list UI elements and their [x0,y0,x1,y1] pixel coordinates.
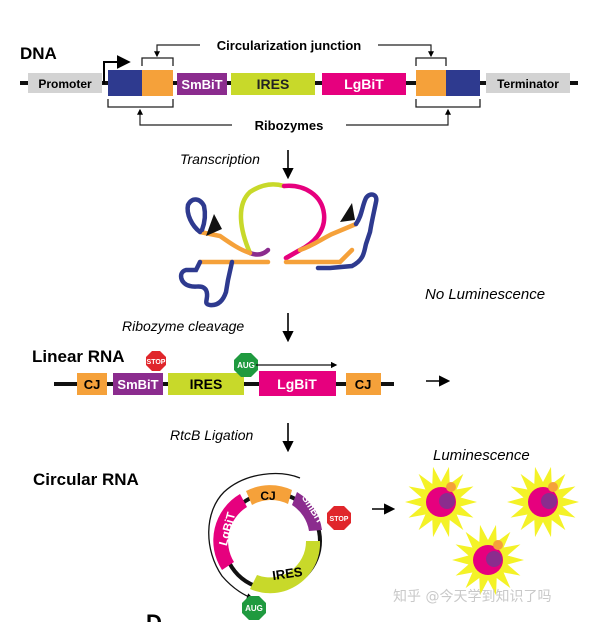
junction-label: Circularization junction [217,38,362,53]
rolling-translation-arrow [208,473,301,600]
no-luminescence-label: No Luminescence [425,286,545,303]
circle-aug-octagon [242,596,266,620]
assembled-luciferase-group [405,466,579,596]
ribozymes-label: Ribozymes [255,118,324,133]
linear-cj-right-label: CJ [355,377,372,392]
luminescent-complex [452,524,524,596]
ribozyme-pointer-left [137,108,232,126]
ribozyme-bracket-right [415,99,481,108]
ires-box [231,73,315,95]
linear-smbit-label: SmBiT [117,377,158,392]
junction-pointer-left [154,44,200,58]
linear-cj-left [77,373,107,395]
circle-cj-label: CJ [260,489,275,503]
smbit-subunit [486,551,502,567]
precursor-rna [178,182,379,308]
circle-cj [246,485,292,505]
smbit-subunit [439,493,455,509]
substrate-dot [446,482,456,492]
smbit-label: SmBiT [181,77,222,92]
linear-smbit [113,373,163,395]
junction-bracket-right [415,57,447,66]
ribozyme-left [108,70,142,96]
circle-stop-octagon [327,506,351,530]
lgbit-label: LgBiT [344,76,384,92]
substrate-dot [493,540,503,550]
dna-title: DNA [20,44,57,63]
luminescent-complex [507,466,579,538]
circular-rna: CJ SmBiT LgBiT IRES STOP AUG [208,473,351,620]
ligation-label: RtcB Ligation [170,427,253,443]
ribozyme-pointer-right [346,108,451,126]
circle-ires-label: IRES [271,564,303,583]
smbit-subunit [541,493,557,509]
linear-aug-octagon [234,353,258,377]
circular-rna-title: Circular RNA [33,470,139,489]
ribozyme-bracket-left [107,99,174,108]
junction-left [142,70,173,96]
junction-right [416,70,446,96]
linear-ires-label: IRES [190,376,223,392]
circle-smbit [292,492,322,531]
luminescence-label: Luminescence [433,447,530,464]
watermark: 知乎 @今天学到知识了吗 [393,589,552,605]
lgbit-box [322,73,406,95]
linear-stop-label: STOP [147,359,166,366]
linear-stop-octagon [146,351,166,371]
junction-pointer-right [378,44,434,58]
dna-construct: DNA Promoter SmBiT IRES LgBiT Terminator… [20,38,578,133]
unassembled-fragments [468,318,522,385]
circle-ires [250,541,321,594]
smbit-box [177,73,227,95]
luminescent-complex [405,466,477,538]
circle-lgbit [213,494,247,570]
circle-stop-label: STOP [330,516,349,523]
linear-aug-label: AUG [237,361,255,370]
cleavage-label: Ribozyme cleavage [122,318,244,334]
linear-rna-title: Linear RNA [32,347,125,366]
circle-lgbit-label: LgBiT [216,510,238,547]
terminator-box [486,73,570,93]
promoter-arrow [103,55,131,84]
substrate-dot [548,482,558,492]
circle-aug-label: AUG [245,604,263,613]
linear-rna: Linear RNA CJ SmBiT IRES LgBiT CJ STOP A… [32,347,394,396]
linear-lgbit-label: LgBiT [277,376,317,392]
junction-bracket-left [141,57,174,66]
panel-letter: D [146,610,162,622]
transcription-label: Transcription [180,151,260,167]
promoter-label: Promoter [38,77,92,91]
linear-cj-right [346,373,381,395]
ires-label: IRES [257,76,290,92]
linear-lgbit [259,371,336,396]
ribozyme-right [446,70,480,96]
promoter-box [28,73,102,93]
linear-cj-left-label: CJ [84,377,101,392]
linear-ires [168,373,244,395]
terminator-label: Terminator [497,77,559,91]
